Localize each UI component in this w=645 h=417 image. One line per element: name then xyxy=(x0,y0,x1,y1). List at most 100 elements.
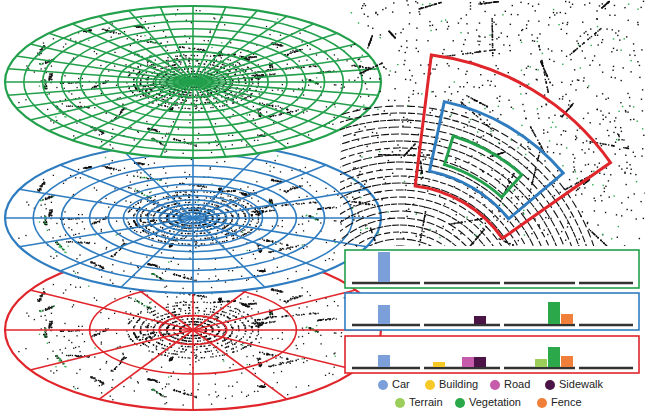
lidar-point xyxy=(235,321,236,322)
lidar-point xyxy=(241,338,242,339)
lidar-point xyxy=(112,399,113,400)
lidar-point xyxy=(224,301,225,302)
lidar-point xyxy=(178,308,179,309)
lidar-point xyxy=(129,335,130,336)
lidar-point xyxy=(73,348,74,349)
lidar-point xyxy=(172,328,173,329)
lidar-point xyxy=(236,316,237,317)
lidar-point xyxy=(266,354,267,355)
lidar-point xyxy=(286,362,287,363)
lidar-point xyxy=(49,324,50,325)
lidar-point xyxy=(175,302,176,303)
lidar-point xyxy=(275,316,276,317)
lidar-point xyxy=(174,337,175,338)
lidar-point xyxy=(185,357,186,358)
lidar-point xyxy=(301,295,302,296)
lidar-point xyxy=(65,289,66,290)
lidar-point xyxy=(327,305,328,306)
lidar-point xyxy=(179,314,180,315)
lidar-point xyxy=(209,345,210,346)
lidar-point xyxy=(143,334,144,335)
lidar-point xyxy=(210,302,211,303)
lidar-point xyxy=(156,391,157,392)
lidar-point xyxy=(189,294,190,295)
lidar-point xyxy=(281,357,282,358)
lidar-point xyxy=(239,339,240,340)
lidar-point xyxy=(158,343,159,344)
lidar-point xyxy=(327,318,328,319)
lidar-point xyxy=(70,331,71,332)
lidar-point xyxy=(262,323,263,324)
lidar-point xyxy=(49,321,50,322)
lidar-point xyxy=(196,349,197,350)
lidar-point xyxy=(180,308,181,309)
lidar-point xyxy=(135,337,136,338)
lidar-point xyxy=(259,319,260,320)
lidar-point xyxy=(46,336,47,337)
lidar-point xyxy=(51,306,52,307)
lidar-point xyxy=(255,373,256,374)
lidar-point xyxy=(248,314,249,315)
lidar-point xyxy=(218,395,219,396)
lidar-point xyxy=(290,299,291,300)
lidar-point xyxy=(214,306,215,307)
lidar-point xyxy=(160,393,161,394)
lidar-point xyxy=(51,307,52,308)
lidar-point xyxy=(264,353,265,354)
lidar-point xyxy=(142,337,143,338)
lidar-point xyxy=(162,340,163,341)
lidar-point xyxy=(94,347,95,348)
lidar-point xyxy=(265,318,266,319)
lidar-point xyxy=(154,389,155,390)
lidar-point xyxy=(53,305,54,306)
lidar-point xyxy=(191,321,192,322)
lidar-point xyxy=(329,319,330,320)
lidar-point xyxy=(96,380,97,381)
lidar-point xyxy=(152,389,153,390)
lidar-point xyxy=(137,320,138,321)
lidar-point xyxy=(259,352,260,353)
lidar-point xyxy=(204,323,205,324)
lidar-point xyxy=(210,311,211,312)
lidar-point xyxy=(251,318,252,319)
lidar-point xyxy=(183,393,184,394)
lidar-point xyxy=(197,307,198,308)
lidar-point xyxy=(174,390,175,391)
lidar-point xyxy=(299,314,300,315)
lidar-point xyxy=(272,317,273,318)
lidar-point xyxy=(46,333,47,334)
lidar-point xyxy=(56,355,57,356)
lidar-point xyxy=(154,380,155,381)
lidar-point xyxy=(303,343,304,344)
lidar-point xyxy=(94,334,95,335)
lidar-point xyxy=(208,314,209,315)
lidar-point xyxy=(306,327,307,328)
lidar-point xyxy=(251,326,252,327)
lidar-point xyxy=(272,313,273,314)
lidar-point xyxy=(175,353,176,354)
lidar-point xyxy=(188,341,189,342)
lidar-point xyxy=(200,340,201,341)
lidar-point xyxy=(140,331,141,332)
lidar-point xyxy=(150,379,151,380)
lidar-point xyxy=(221,301,222,302)
lidar-point xyxy=(183,348,184,349)
lidar-point xyxy=(102,383,103,384)
lidar-point xyxy=(164,345,165,346)
lidar-point xyxy=(167,317,168,318)
lidar-point xyxy=(166,328,167,329)
lidar-point xyxy=(200,295,201,296)
lidar-point xyxy=(200,346,201,347)
lidar-point xyxy=(253,303,254,304)
lidar-point xyxy=(236,337,237,338)
lidar-point xyxy=(185,322,186,323)
lidar-point xyxy=(202,296,203,297)
lidar-point xyxy=(233,348,234,349)
lidar-point xyxy=(180,392,181,393)
lidar-point xyxy=(255,338,256,339)
lidar-point xyxy=(196,397,197,398)
lidar-point xyxy=(206,335,207,336)
lidar-point xyxy=(178,379,179,380)
lidar-point xyxy=(254,391,255,392)
lidar-point xyxy=(198,337,199,338)
